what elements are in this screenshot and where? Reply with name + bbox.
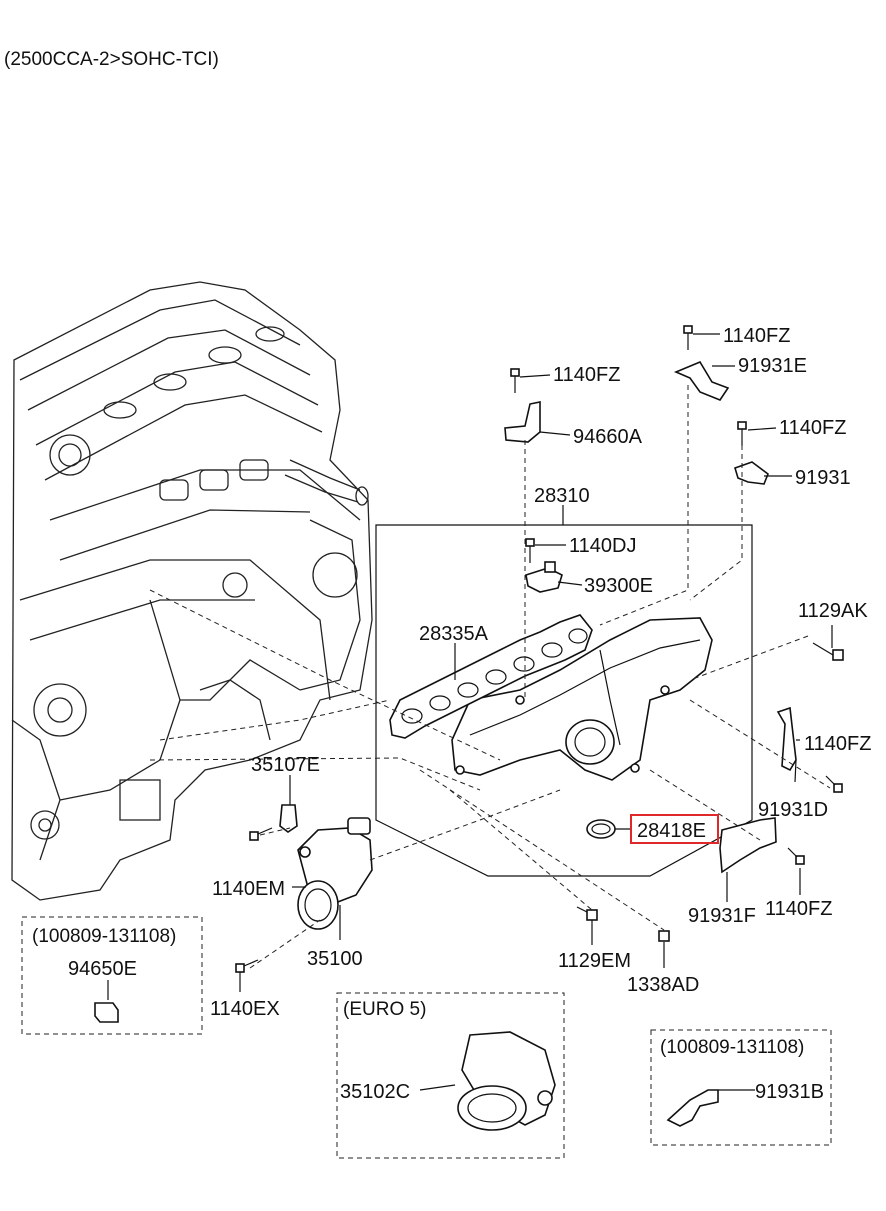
label-91931d[interactable]: 91931D (758, 799, 828, 821)
o-ring-part (586, 819, 616, 839)
label-1140fz-b[interactable]: 1140FZ (553, 364, 620, 386)
label-39300e[interactable]: 39300E (584, 575, 653, 597)
map-sensor-part (525, 561, 563, 593)
label-28310[interactable]: 28310 (534, 485, 590, 507)
label-35107e[interactable]: 35107E (251, 754, 320, 776)
alignment-lines (149, 385, 831, 969)
bracket-91931d-part (776, 706, 797, 772)
label-1140fz-e[interactable]: 1140FZ (765, 898, 832, 920)
intake-manifold-part (451, 617, 713, 781)
throttle-body-euro5-part (457, 1031, 556, 1131)
left-variant-box-title: (100809-131108) (32, 926, 176, 947)
right-variant-box-title: (100809-131108) (660, 1037, 804, 1058)
label-1140fz-c[interactable]: 1140FZ (779, 417, 846, 439)
label-1129em[interactable]: 1129EM (558, 950, 631, 972)
label-1140dj[interactable]: 1140DJ (569, 535, 636, 557)
bracket-91931f-part (719, 817, 777, 874)
right-variant-box (650, 1029, 832, 1146)
intake-manifold-assembly-outline (375, 524, 753, 877)
label-1140fz-d[interactable]: 1140FZ (804, 733, 871, 755)
label-91931b[interactable]: 91931B (755, 1081, 824, 1103)
throttle-bracket-part (279, 804, 298, 833)
bracket-94650e-part (94, 1002, 119, 1023)
euro5-variant-box (336, 992, 565, 1159)
euro5-variant-box-title: (EURO 5) (343, 999, 426, 1020)
left-variant-box (21, 916, 203, 1035)
label-1129ak[interactable]: 1129AK (798, 600, 868, 622)
label-91931[interactable]: 91931 (795, 467, 851, 489)
label-1338ad[interactable]: 1338AD (627, 974, 699, 996)
label-35100[interactable]: 35100 (307, 948, 363, 970)
leader-lines (107, 333, 833, 1091)
manifold-gasket-part (389, 614, 593, 739)
label-1140em[interactable]: 1140EM (212, 878, 285, 900)
label-28418e[interactable]: 28418E (637, 820, 706, 842)
label-91931f[interactable]: 91931F (688, 905, 756, 927)
label-35102c[interactable]: 35102C (340, 1081, 410, 1103)
label-1140ex[interactable]: 1140EX (210, 998, 280, 1020)
label-91931e[interactable]: 91931E (738, 355, 807, 377)
bracket-91931e-part (673, 360, 730, 401)
label-28335a[interactable]: 28335A (419, 623, 489, 645)
engine-block-illustration (11, 281, 373, 901)
bracket-94660a-part (504, 401, 541, 443)
label-94660a[interactable]: 94660A (573, 426, 643, 448)
model-code-header: (2500CCA-2>SOHC-TCI) (4, 49, 219, 70)
throttle-body-part (297, 817, 373, 930)
label-94650e[interactable]: 94650E (68, 958, 137, 980)
bracket-91931-part (734, 461, 769, 485)
bracket-91931b-part (666, 1089, 719, 1127)
highlight-box-28418e (630, 814, 719, 844)
label-1140fz-top[interactable]: 1140FZ (723, 325, 790, 347)
fastener-bolts (235, 325, 844, 973)
